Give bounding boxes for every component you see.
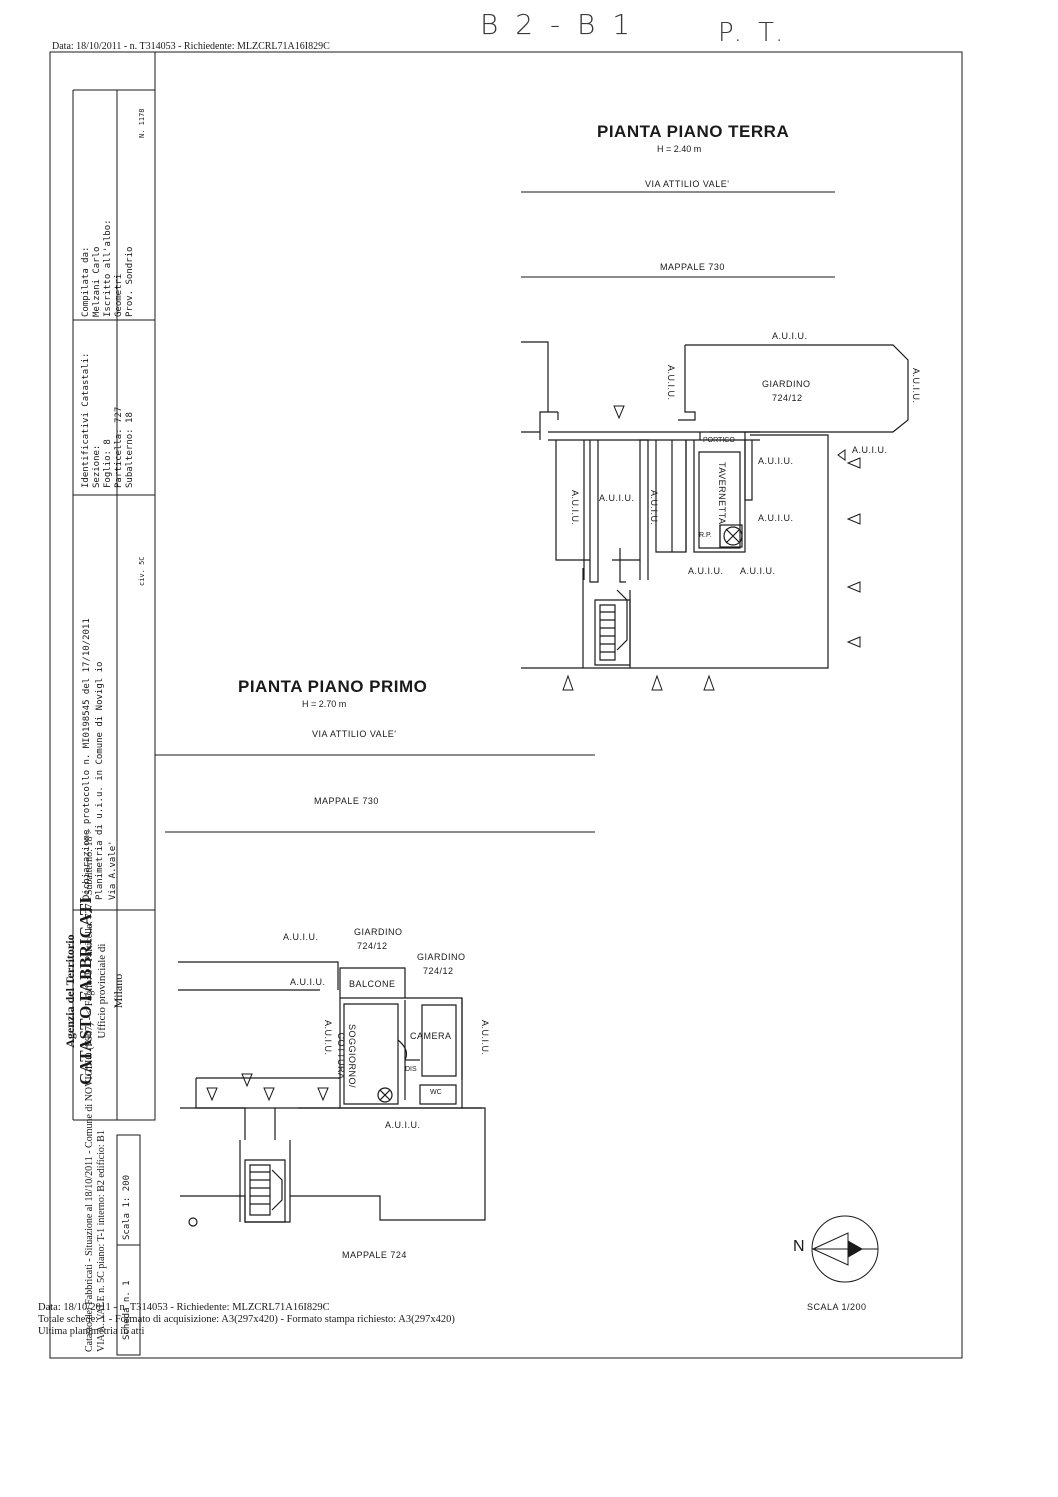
ground-auiu-right: A.U.I.U.: [911, 368, 921, 404]
compilata-number: N. 1178: [138, 108, 146, 138]
footer: Data: 18/10/2011 - n. T314053 - Richiede…: [38, 1302, 455, 1338]
first-balcone: BALCONE: [349, 979, 396, 989]
ground-auiu-bottom-1: A.U.I.U.: [688, 566, 724, 576]
first-giardino-1: GIARDINO: [354, 927, 403, 937]
ground-giardino-ref: 724/12: [772, 393, 803, 403]
first-giardino-ref-2: 724/12: [423, 966, 454, 976]
ground-auiu-east: A.U.I.U.: [852, 445, 888, 455]
ground-auiu-gate: A.U.I.U.: [666, 365, 676, 401]
first-giardino-2: GIARDINO: [417, 952, 466, 962]
compilata-title: Compilata da:: [81, 246, 91, 317]
ids-title: Identificativi Catastali:: [81, 352, 91, 488]
compass-north: N: [793, 1238, 805, 1255]
footer-line2: Totale schede: 1 - Formato di acquisizio…: [38, 1314, 455, 1325]
ids-sezione: Sezione:: [92, 444, 102, 488]
ground-auiu-top: A.U.I.U.: [772, 331, 808, 341]
first-auiu-top: A.U.I.U.: [283, 932, 319, 942]
compilata-prov: Prov. Sondrio: [125, 246, 135, 317]
declaration-street: Via A.vale': [108, 840, 118, 900]
ground-auiu-center: A.U.I.U.: [599, 493, 635, 503]
ground-auiu-1: A.U.I.U.: [758, 456, 794, 466]
first-floor-title: PIANTA PIANO PRIMO: [238, 677, 428, 696]
first-giardino-ref-1: 724/12: [357, 941, 388, 951]
ground-auiu-2: A.U.I.U.: [758, 513, 794, 523]
ground-floor-height: H = 2.40 m: [657, 144, 702, 154]
ground-rp: R.P.: [699, 532, 712, 539]
scala-label: Scala 1: 200: [122, 1174, 132, 1240]
side-situation-line2: VIA A. VALE n. 5C piano: T-1 interno: B2…: [96, 1130, 107, 1352]
first-auiu-south: A.U.I.U.: [385, 1120, 421, 1130]
compilata-albo: Iscritto all'albo:: [103, 219, 113, 317]
compilata-block: Compilata da: Melzani Carlo Iscritto all…: [81, 219, 136, 317]
first-camera: CAMERA: [410, 1031, 452, 1041]
identificativi-block: Identificativi Catastali: Sezione: Fogli…: [81, 353, 136, 488]
compilata-name: Melzani Carlo: [92, 246, 102, 317]
compass-scale: SCALA 1/200: [807, 1302, 867, 1312]
ground-street: VIA ATTILIO VALE': [645, 179, 730, 189]
agency-city: Milano: [111, 973, 125, 1009]
civ-label: civ. 5C: [138, 556, 146, 586]
ground-porch: PORTICO: [703, 437, 735, 444]
footer-line3: Ultima planimetria in atti: [38, 1326, 145, 1337]
side-situation-line1: Catasto dei Fabbricati - Situazione al 1…: [84, 828, 95, 1352]
handwritten-floor: P. T.: [718, 18, 788, 48]
header-line: Data: 18/10/2011 - n. T314053 - Richiede…: [52, 41, 330, 52]
ground-auiu-bottom-2: A.U.I.U.: [740, 566, 776, 576]
ground-mappale: MAPPALE 730: [660, 262, 725, 272]
first-auiu-east: A.U.I.U.: [480, 1020, 490, 1056]
side-situation-block: Catasto dei Fabbricati - Situazione al 1…: [84, 828, 108, 1352]
first-auiu-balcony: A.U.I.U.: [290, 977, 326, 987]
first-mappale-bottom: MAPPALE 724: [342, 1250, 407, 1260]
ground-auiu-left: A.U.I.U.: [570, 490, 580, 526]
first-street: VIA ATTILIO VALE': [312, 729, 397, 739]
first-cottura: COTTURA: [336, 1032, 346, 1080]
first-floor-height: H = 2.70 m: [302, 699, 347, 709]
ground-floor-title: PIANTA PIANO TERRA: [597, 122, 790, 141]
first-wc: WC: [430, 1089, 442, 1096]
ids-foglio: Foglio: 8: [103, 439, 113, 488]
footer-line1: Data: 18/10/2011 - n. T314053 - Richiede…: [38, 1302, 330, 1313]
ground-auiu-mid: A.U.I.U.: [649, 490, 659, 526]
ids-particella: Particella: 727: [114, 406, 124, 488]
compilata-geometri: Geometri: [114, 273, 124, 317]
ids-subalterno: Subalterno: 18: [125, 412, 135, 488]
first-mappale: MAPPALE 730: [314, 796, 379, 806]
first-soggiorno: SOGGIORNO/: [347, 1024, 357, 1089]
ground-giardino: GIARDINO: [762, 379, 811, 389]
first-soggiorno-block: SOGGIORNO/ COTTURA: [335, 1024, 357, 1088]
ground-tavernetta: TAVERNETTA: [717, 462, 727, 525]
first-dis: DIS: [405, 1066, 417, 1073]
first-auiu-west: A.U.I.U.: [323, 1020, 333, 1056]
handwritten-code: B 2 - B 1: [480, 8, 635, 41]
